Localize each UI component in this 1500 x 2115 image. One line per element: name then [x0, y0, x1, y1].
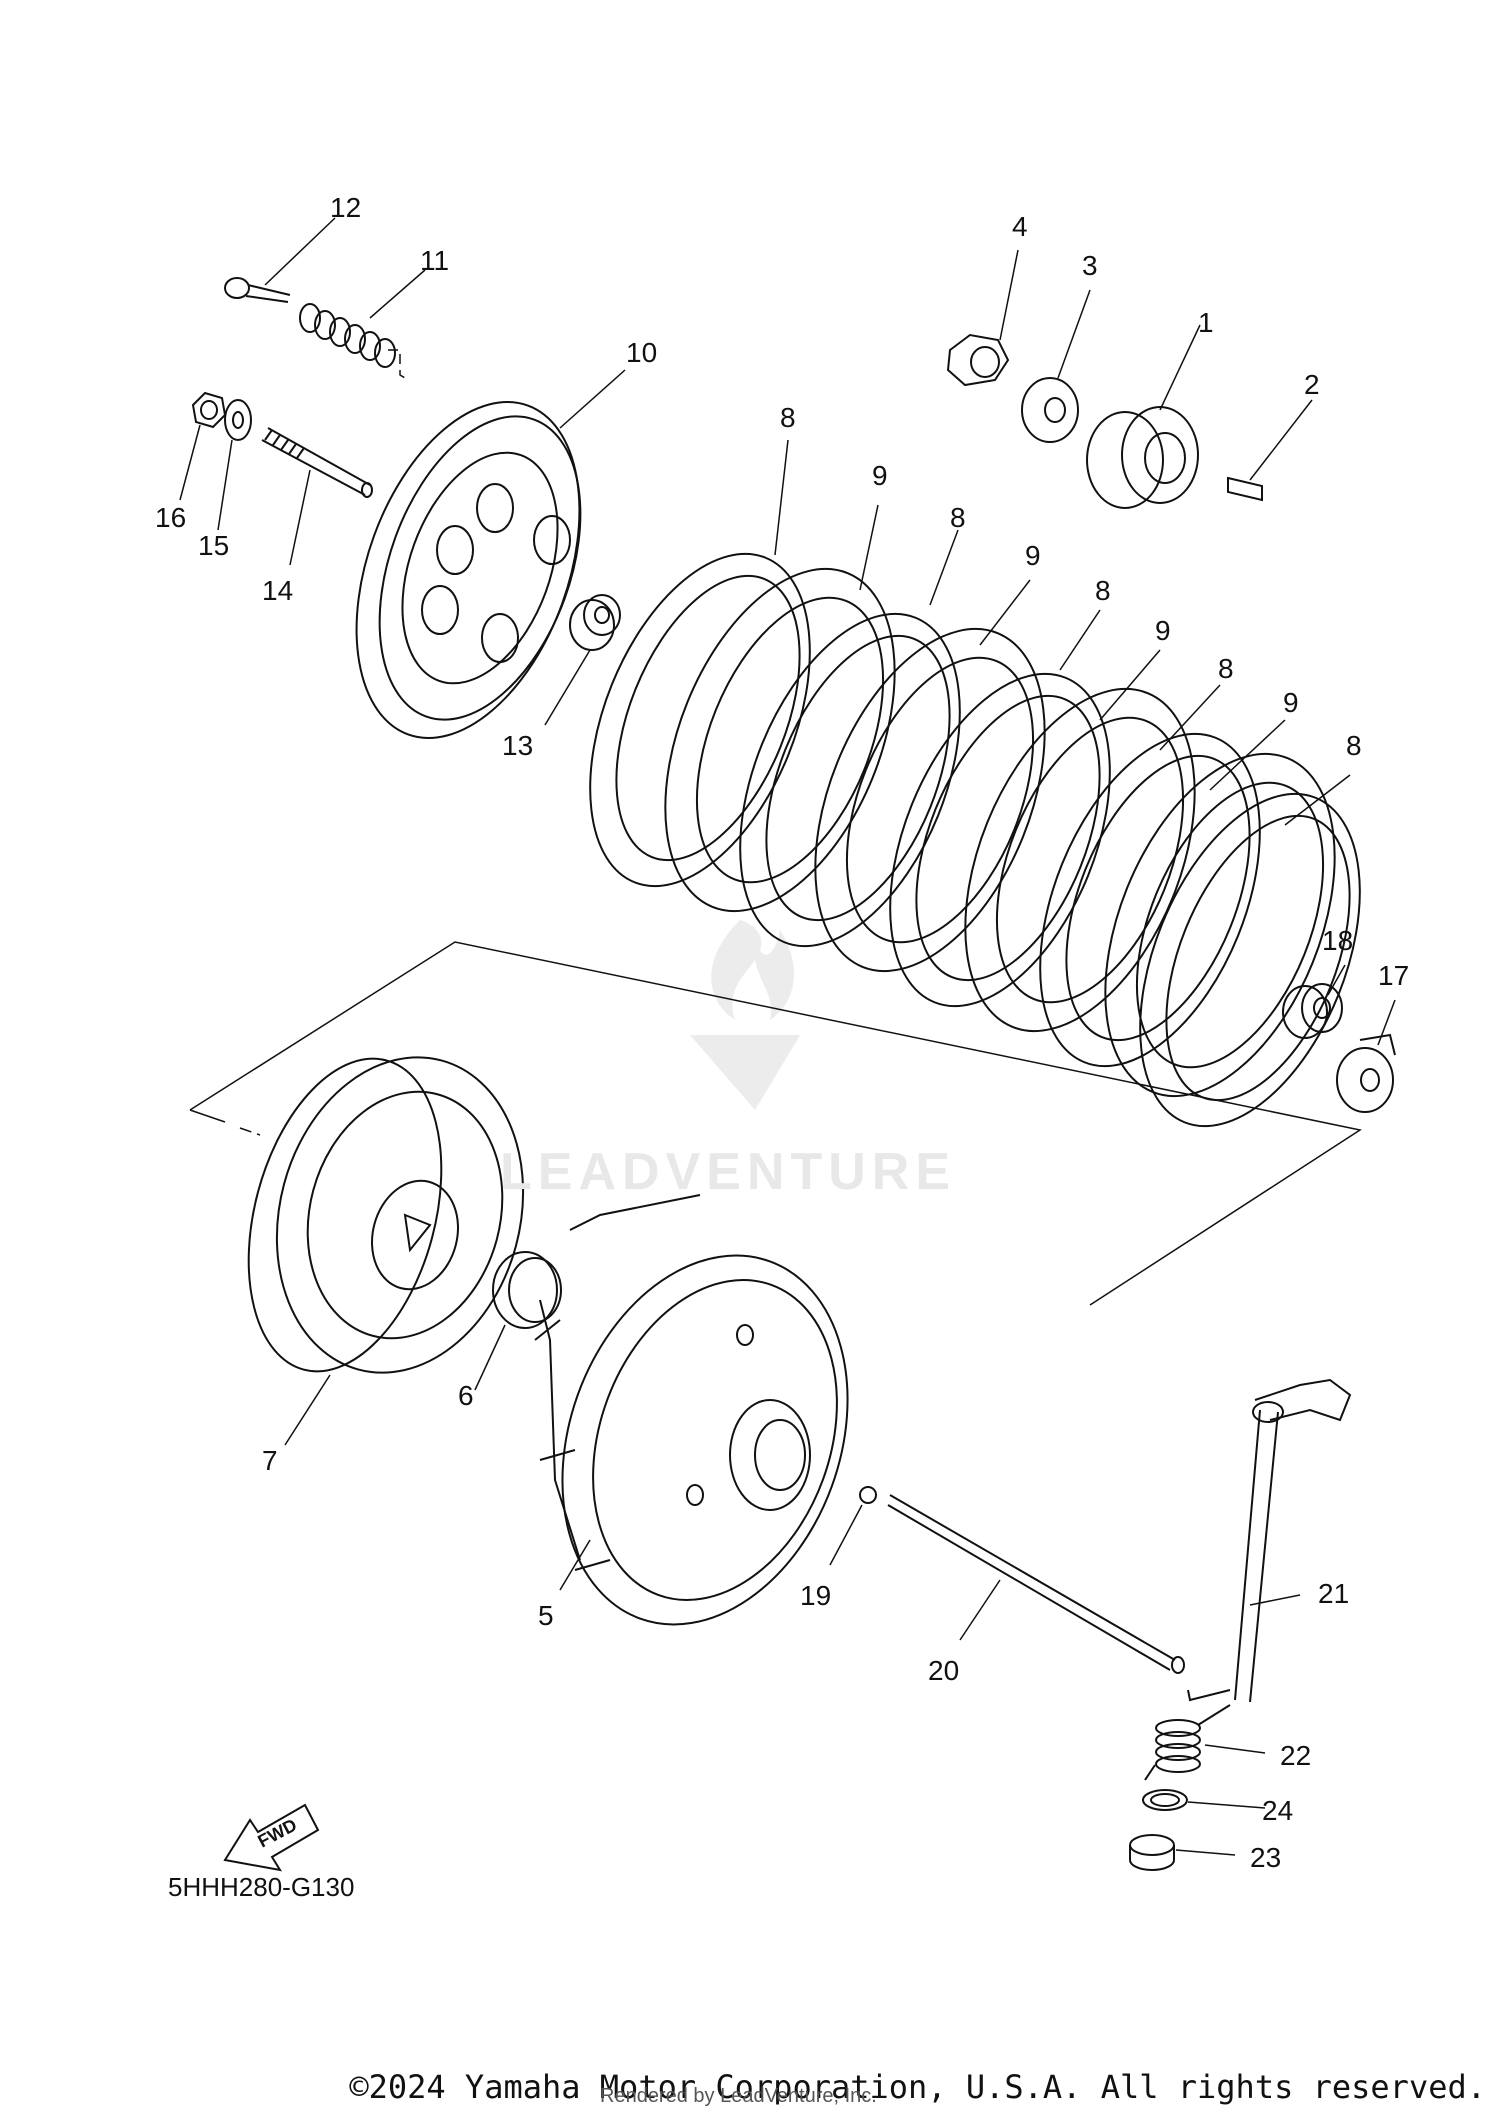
callout-10: 10 — [626, 337, 657, 368]
callout-14: 14 — [262, 575, 293, 606]
callout-18: 18 — [1322, 925, 1353, 956]
part-13-bearing — [569, 594, 621, 651]
watermark-text: LEADVENTURE — [500, 1143, 957, 1201]
callout-9-d: 9 — [1283, 687, 1299, 718]
watermark-logo — [690, 920, 800, 1110]
leader-lines — [179, 217, 1396, 1856]
callout-13: 13 — [502, 730, 533, 761]
diagram-code: 5HHH280-G130 — [168, 1872, 355, 1902]
rendered-by-credit: Rendered by LeadVenture, Inc. — [600, 2085, 877, 2107]
part-4-nut — [946, 333, 1010, 387]
callout-labels: 1 2 3 4 5 6 7 8 8 8 8 8 9 9 9 9 10 11 12… — [155, 192, 1409, 1873]
part-16-nut — [191, 391, 227, 429]
callout-12: 12 — [330, 192, 361, 223]
callout-3: 3 — [1082, 250, 1098, 281]
callout-1: 1 — [1198, 307, 1214, 338]
callout-2: 2 — [1304, 369, 1320, 400]
assembly-outline — [189, 941, 1362, 1306]
callout-8-c: 8 — [1095, 575, 1111, 606]
clutch-plate-stack — [589, 552, 1361, 1128]
part-22-spring — [1144, 1704, 1231, 1781]
callout-19: 19 — [800, 1580, 831, 1611]
callout-6: 6 — [458, 1380, 474, 1411]
part-15-washer — [224, 399, 252, 441]
callout-9-c: 9 — [1155, 615, 1171, 646]
part-5-clutch-housing — [534, 1194, 849, 1626]
part-7-primary-driven-gear — [247, 1056, 525, 1374]
part-17-washer — [1336, 1033, 1396, 1113]
callout-8-a: 8 — [780, 402, 796, 433]
callout-16: 16 — [155, 502, 186, 533]
callout-20: 20 — [928, 1655, 959, 1686]
callout-8-d: 8 — [1218, 653, 1234, 684]
callout-22: 22 — [1280, 1740, 1311, 1771]
callout-9-b: 9 — [1025, 540, 1041, 571]
part-10-pressure-plate — [355, 401, 582, 739]
callout-5: 5 — [538, 1600, 554, 1631]
copyright-notice: ©2024 Yamaha Motor Corporation, U.S.A. A… — [349, 2068, 1486, 2106]
part-11-spring — [299, 303, 396, 368]
part-6-plate — [492, 1251, 562, 1329]
part-20-push-rod — [887, 1494, 1185, 1674]
part-2-key — [1227, 476, 1263, 502]
part-12-bolt — [224, 277, 291, 303]
part-23-oil-seal — [1129, 1834, 1175, 1871]
fwd-arrow-icon: FWD — [223, 1803, 320, 1872]
part-3-washer — [1021, 377, 1079, 443]
callout-21: 21 — [1318, 1578, 1349, 1609]
part-14-stud — [261, 427, 373, 498]
callout-17: 17 — [1378, 960, 1409, 991]
part-1-gear — [1086, 406, 1199, 509]
callout-4: 4 — [1012, 211, 1028, 242]
part-18-collar — [1282, 983, 1343, 1039]
callout-23: 23 — [1250, 1842, 1281, 1873]
callout-9-a: 9 — [872, 460, 888, 491]
callout-8-e: 8 — [1346, 730, 1362, 761]
callout-11: 11 — [420, 245, 449, 276]
part-24-circlip — [1142, 1789, 1188, 1811]
callout-24: 24 — [1262, 1795, 1293, 1826]
part-21-push-lever-shaft — [1187, 1378, 1352, 1703]
part-19-ball — [859, 1486, 877, 1504]
callout-15: 15 — [198, 530, 229, 561]
callout-7: 7 — [262, 1445, 278, 1476]
callout-8-b: 8 — [950, 502, 966, 533]
